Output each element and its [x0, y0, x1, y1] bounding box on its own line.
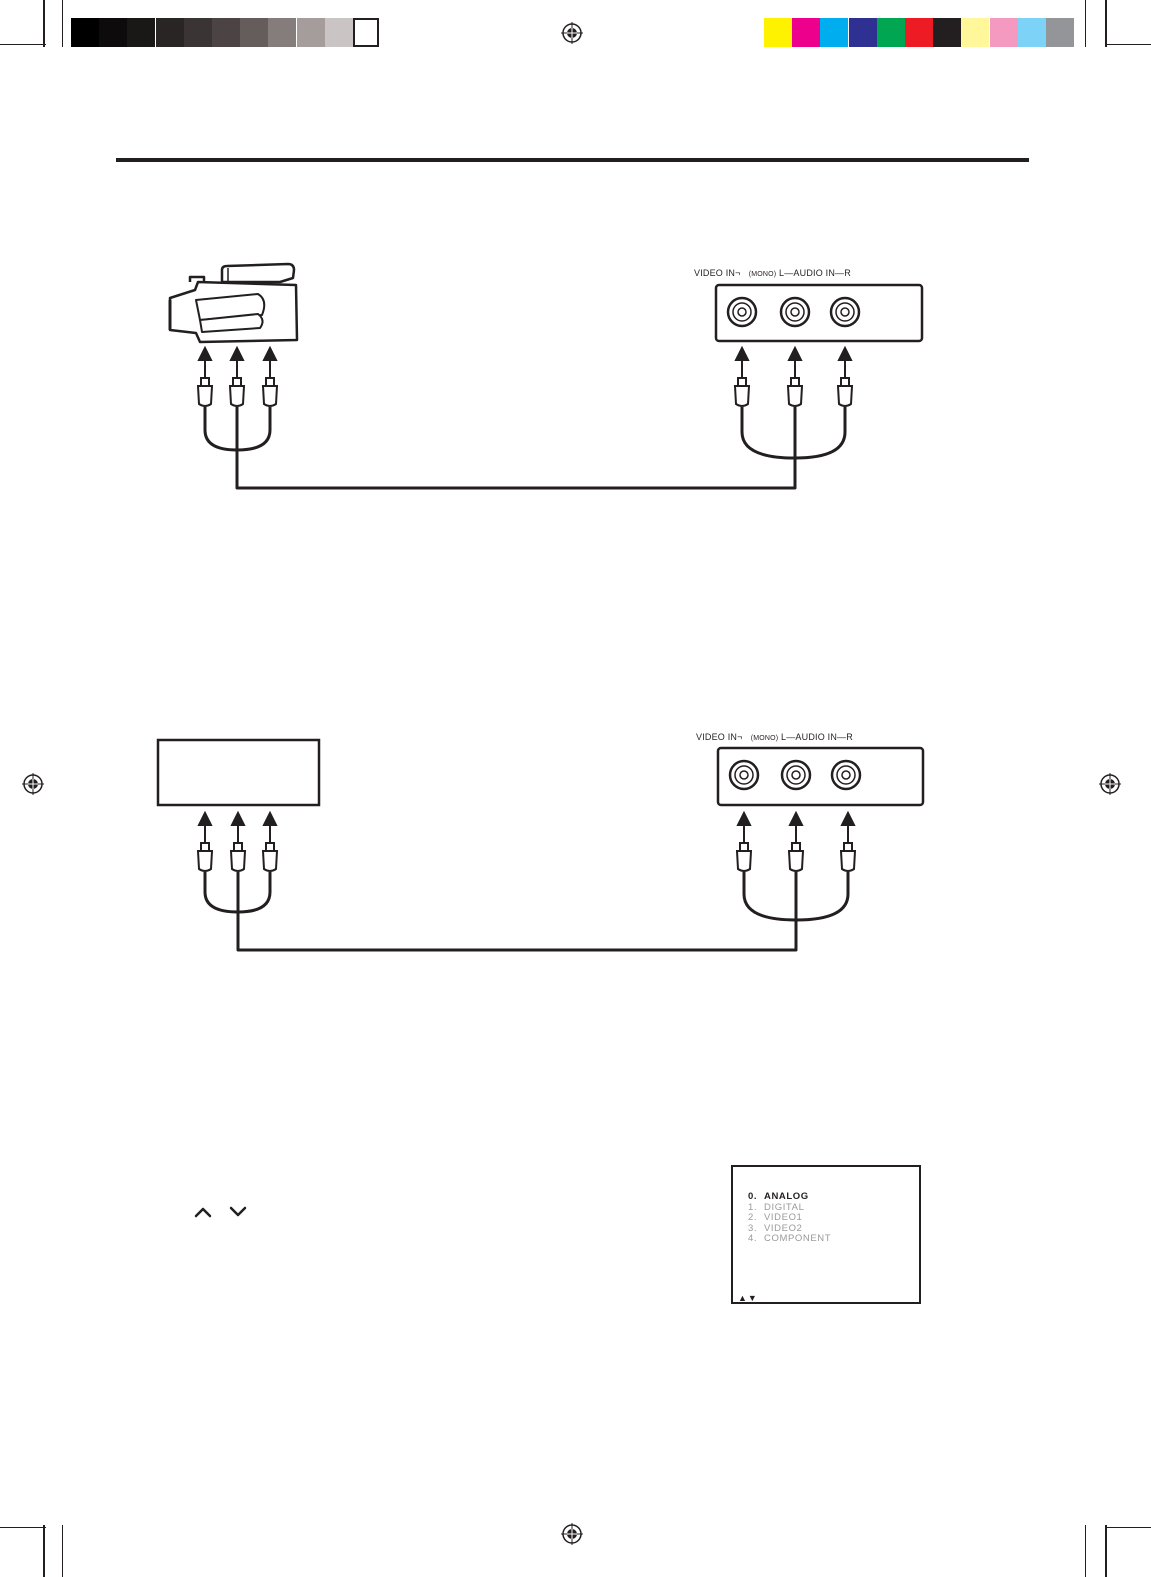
- rca-jack-icon: [730, 761, 860, 789]
- rca-plug-icon: [198, 843, 855, 871]
- video-in-label: VIDEO IN: [694, 268, 735, 278]
- crop-mark: [43, 0, 45, 47]
- osd-item-label: ANALOG: [764, 1191, 809, 1202]
- gray-swatch: [71, 18, 99, 47]
- osd-list-item: 4.COMPONENT: [748, 1234, 831, 1245]
- registration-mark-icon: [561, 22, 583, 44]
- osd-item-label: VIDEO2: [764, 1223, 802, 1234]
- gray-swatch: [127, 18, 155, 47]
- crop-mark: [62, 1525, 63, 1577]
- external-device-box: [158, 740, 319, 805]
- osd-item-label: VIDEO1: [764, 1212, 802, 1223]
- color-swatch: [849, 18, 877, 47]
- camcorder-connection-diagram: [0, 250, 1151, 510]
- color-swatch: [933, 18, 961, 47]
- jack-labels-top: VIDEO IN¬ (MONO) L—AUDIO IN—R: [694, 268, 851, 278]
- av-cable: [205, 872, 848, 950]
- color-swatch: [1018, 18, 1046, 47]
- mono-label: (MONO): [751, 735, 779, 742]
- registration-mark-icon: [561, 1523, 583, 1545]
- color-swatch: [877, 18, 905, 47]
- crop-mark: [1105, 44, 1151, 45]
- bracket-glyph: ¬: [737, 732, 742, 742]
- crop-mark: [1085, 1525, 1086, 1577]
- color-swatch: [764, 18, 792, 47]
- camcorder-icon: [170, 264, 297, 342]
- osd-nav-arrows: ▲▼: [738, 1293, 758, 1303]
- chevron-down-icon: [228, 1205, 248, 1219]
- color-swatch: [1046, 18, 1074, 47]
- crop-mark: [1105, 0, 1107, 47]
- rca-jack-icon: [728, 298, 859, 326]
- audio-in-label: L—AUDIO IN—R: [779, 268, 851, 278]
- osd-item-label: COMPONENT: [764, 1233, 831, 1244]
- crop-mark: [43, 1525, 45, 1577]
- mono-label: (MONO): [749, 271, 777, 278]
- osd-item-number: 4.: [748, 1234, 764, 1245]
- osd-item-label: DIGITAL: [764, 1202, 804, 1213]
- gray-swatch: [297, 18, 325, 47]
- color-swatch: [792, 18, 820, 47]
- color-swatch: [905, 18, 933, 47]
- av-cable: [205, 407, 845, 488]
- osd-item-number: 0.: [748, 1192, 764, 1203]
- gray-swatch: [212, 18, 240, 47]
- gray-swatch: [184, 18, 212, 47]
- crop-mark: [1085, 0, 1086, 47]
- header-rule: [116, 158, 1029, 162]
- crop-mark: [1105, 1527, 1151, 1528]
- osd-item-number: 2.: [748, 1213, 764, 1224]
- crop-mark: [0, 44, 46, 45]
- arrow-up-icon: [199, 348, 851, 378]
- color-swatch: [961, 18, 989, 47]
- arrow-up-icon: [199, 813, 854, 843]
- gray-swatch: [240, 18, 268, 47]
- gray-swatch: [156, 18, 184, 47]
- gray-swatch: [268, 18, 296, 47]
- rca-plug-icon: [198, 378, 852, 406]
- color-swatch: [820, 18, 848, 47]
- gray-swatch: [353, 18, 379, 47]
- jack-labels-bottom: VIDEO IN¬ (MONO) L—AUDIO IN—R: [696, 732, 853, 742]
- external-device-connection-diagram: [0, 735, 1151, 960]
- video-in-label: VIDEO IN: [696, 732, 737, 742]
- chevron-up-icon: [193, 1205, 213, 1219]
- gray-swatch: [325, 18, 353, 47]
- gray-swatch: [99, 18, 127, 47]
- bracket-glyph: ¬: [735, 268, 740, 278]
- crop-mark: [1105, 1525, 1107, 1577]
- crop-mark: [0, 1527, 46, 1528]
- color-swatch: [990, 18, 1018, 47]
- crop-mark: [62, 0, 63, 47]
- audio-in-label: L—AUDIO IN—R: [781, 732, 853, 742]
